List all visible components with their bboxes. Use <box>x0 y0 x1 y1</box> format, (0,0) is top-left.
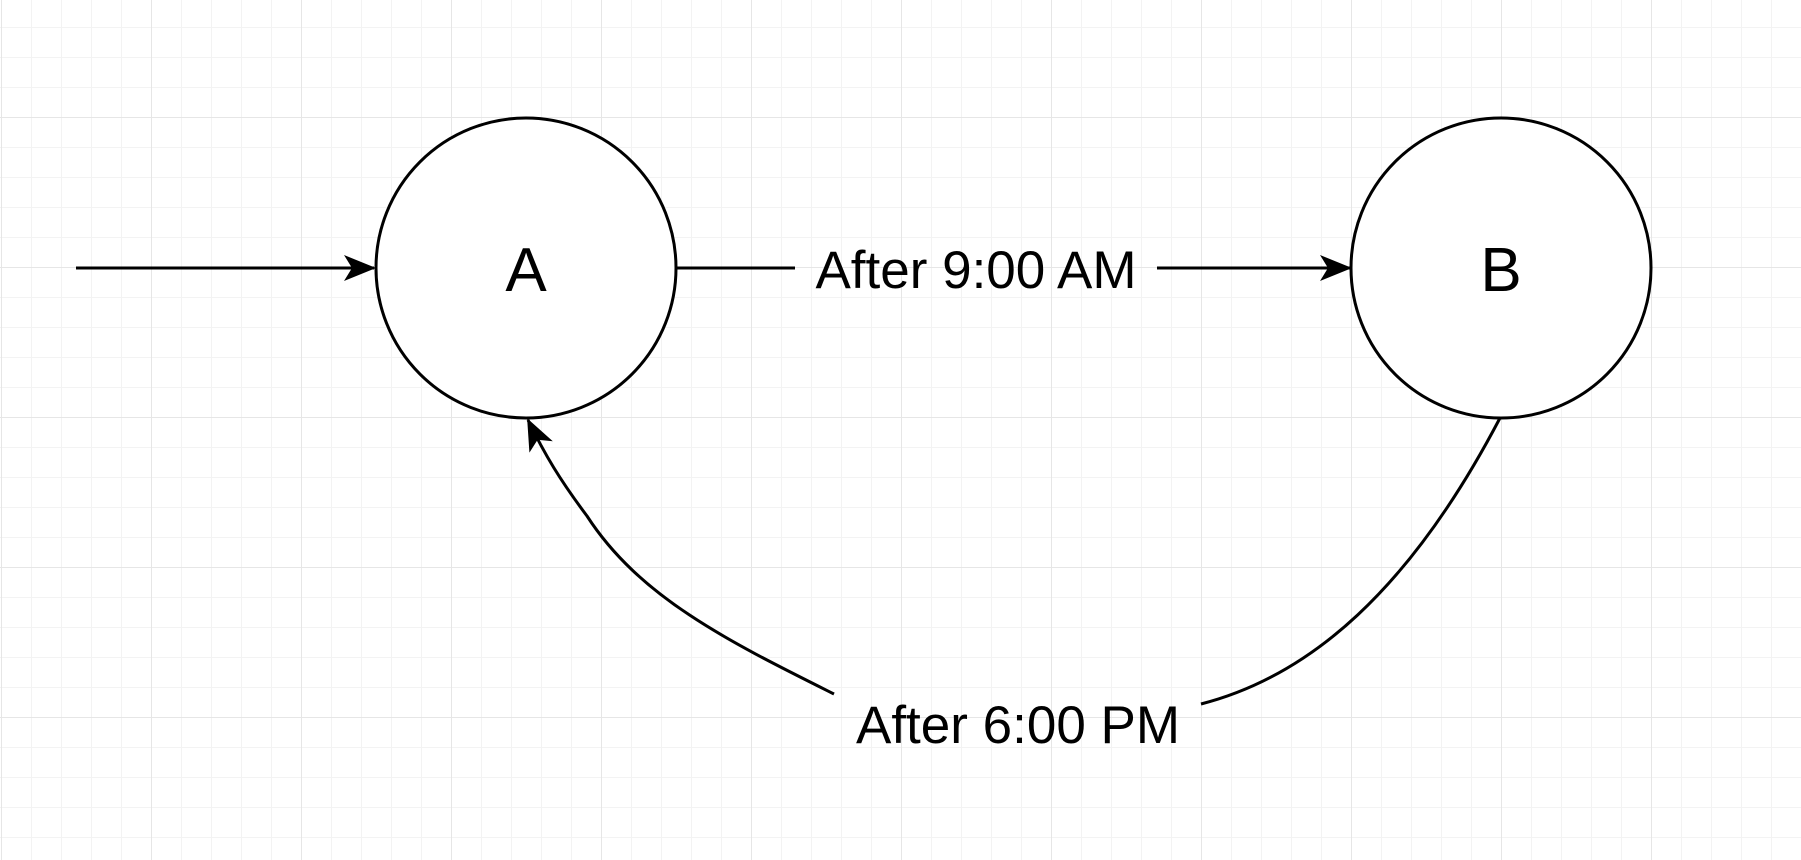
edge-label-a-to-b: After 9:00 AM <box>815 241 1136 300</box>
edge-b-to-a[interactable]: After 6:00 PM <box>526 417 1502 755</box>
state-node-a[interactable]: A <box>374 116 678 420</box>
state-node-a-label: A <box>505 236 547 305</box>
state-node-b-label: B <box>1480 236 1521 305</box>
state-node-b[interactable]: B <box>1349 116 1653 420</box>
edge-a-to-b[interactable]: After 9:00 AM <box>677 241 1352 300</box>
edge-label-b-to-a: After 6:00 PM <box>856 696 1180 755</box>
